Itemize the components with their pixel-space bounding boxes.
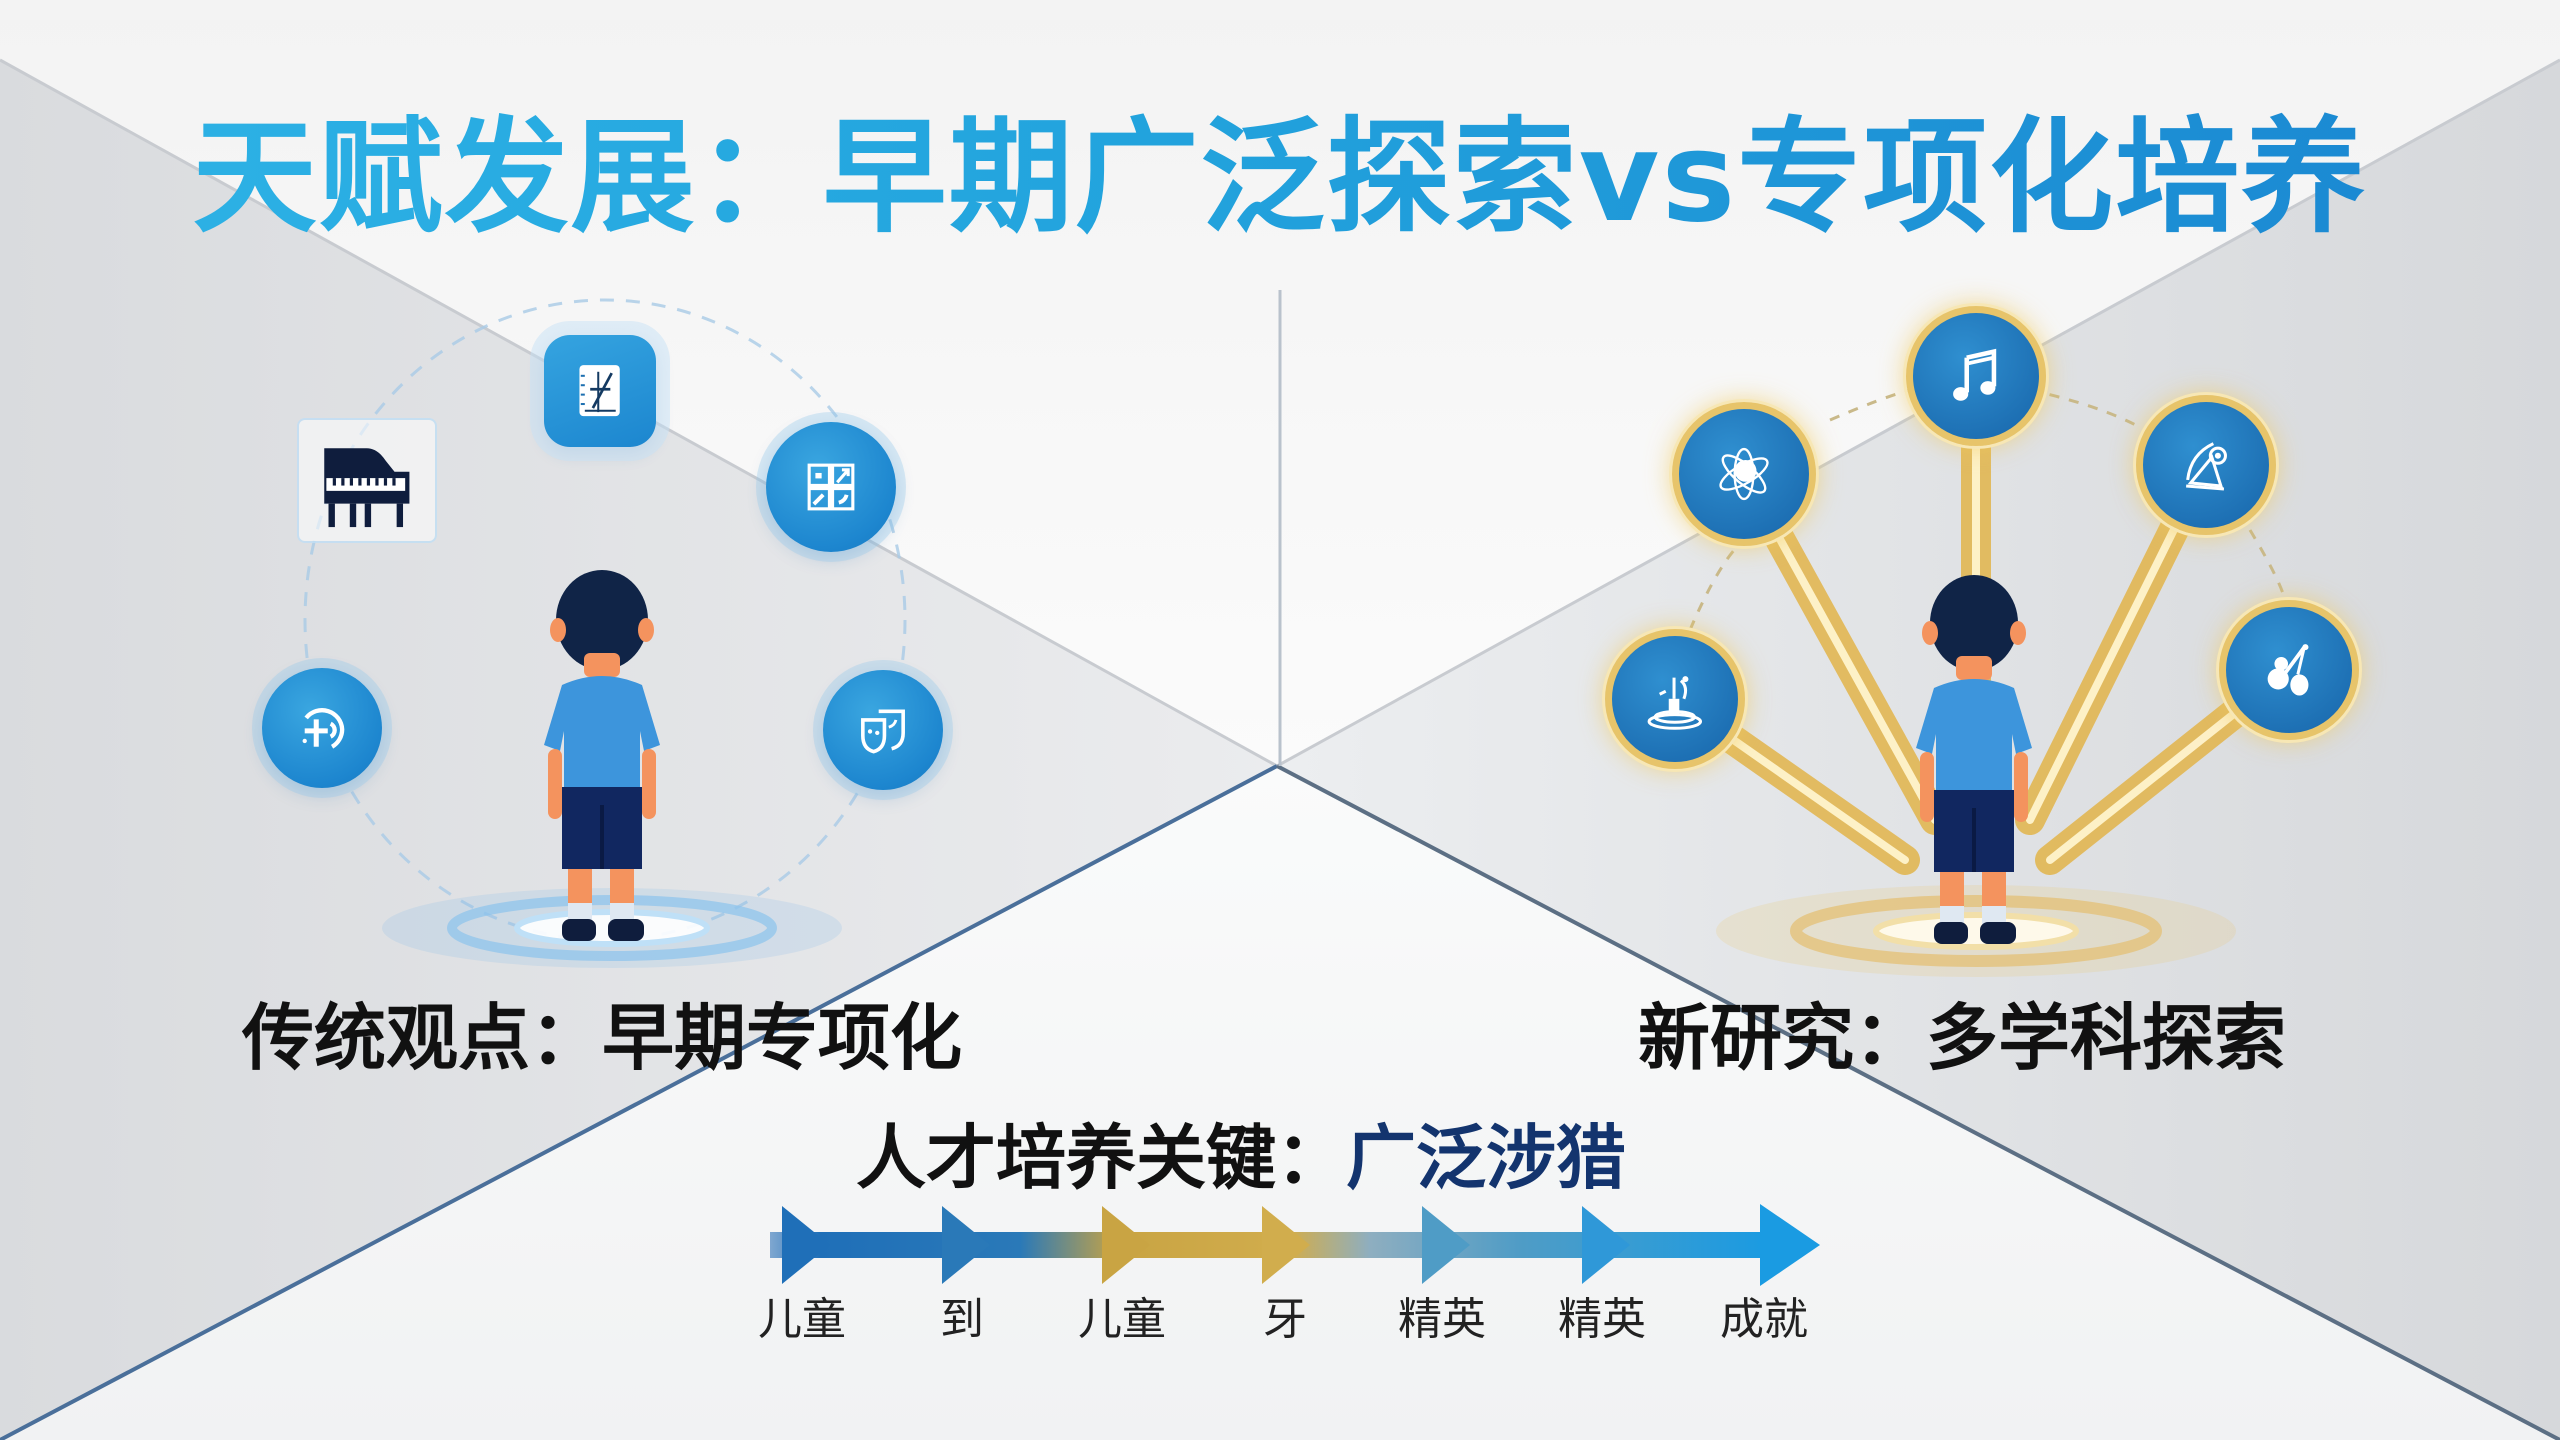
piano-icon — [297, 418, 437, 543]
timeline-arrow — [770, 1204, 1820, 1286]
timeline-step: 精英 — [1558, 1294, 1646, 1345]
theatre-masks-icon — [823, 670, 943, 790]
guitar-violin-icon — [2219, 600, 2359, 740]
telescope-icon — [2136, 395, 2276, 535]
notebook-icon — [544, 335, 656, 447]
fountain-icon — [1605, 629, 1745, 769]
medical-cross-icon — [262, 668, 382, 788]
music-note-icon — [1906, 306, 2046, 446]
timeline-step: 到 — [940, 1294, 984, 1345]
timeline-step: 成就 — [1720, 1294, 1808, 1345]
atom-icon — [1672, 402, 1816, 546]
timeline-step: 儿童 — [758, 1294, 846, 1345]
child-figure-left — [544, 570, 660, 941]
left-subtitle: 传统观点：早期专项化 — [242, 996, 963, 1080]
timeline-step: 儿童 — [1078, 1294, 1166, 1345]
timeline-step: 精英 — [1398, 1294, 1486, 1345]
timeline-step: 牙 — [1263, 1294, 1307, 1345]
key-message-accent: 广泛涉猎 — [1346, 1117, 1626, 1199]
page-title: 天赋发展：早期广泛探索vs专项化培养 — [0, 108, 2560, 248]
right-subtitle: 新研究：多学科探索 — [1638, 996, 2287, 1080]
key-message-label: 人才培养关键： — [856, 1117, 1346, 1199]
key-message: 人才培养关键：广泛涉猎 — [856, 1118, 1626, 1198]
child-figure-right — [1916, 575, 2032, 944]
puzzle-grid-icon — [766, 422, 896, 552]
